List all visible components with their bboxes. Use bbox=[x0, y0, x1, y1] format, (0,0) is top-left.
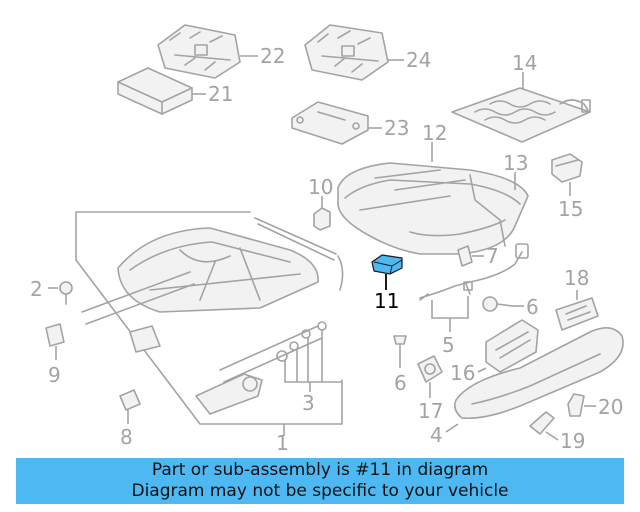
callout-18: 18 bbox=[564, 266, 589, 290]
part-23-bracket bbox=[291, 101, 382, 145]
callout-22: 22 bbox=[260, 44, 285, 68]
callout-21: 21 bbox=[208, 82, 233, 106]
callout-8: 8 bbox=[120, 425, 133, 449]
callout-3: 3 bbox=[302, 391, 315, 415]
part-10-clip bbox=[313, 196, 331, 231]
callout-16: 16 bbox=[450, 361, 475, 385]
callout-4: 4 bbox=[430, 423, 443, 447]
callout-17: 17 bbox=[418, 399, 443, 423]
callout-5: 5 bbox=[442, 333, 455, 357]
callout-19: 19 bbox=[560, 429, 585, 453]
part-7-clip bbox=[457, 245, 484, 267]
info-banner: Part or sub-assembly is #11 in diagram D… bbox=[16, 458, 624, 504]
part-6-bolt-right bbox=[482, 296, 524, 312]
callout-6-right: 6 bbox=[526, 295, 539, 319]
callout-20: 20 bbox=[598, 395, 623, 419]
part-12-seat-cushion bbox=[337, 142, 529, 255]
callout-15: 15 bbox=[558, 197, 583, 221]
part-19-knob bbox=[529, 411, 559, 441]
part-9-clip bbox=[45, 323, 65, 360]
callout-12: 12 bbox=[422, 121, 447, 145]
part-24-module bbox=[304, 24, 404, 81]
part-1-seat-frame bbox=[75, 211, 344, 436]
part-18-switch bbox=[555, 290, 599, 331]
callout-1: 1 bbox=[276, 431, 289, 455]
part-5-wire-harness bbox=[419, 243, 529, 332]
part-22-module bbox=[157, 24, 258, 79]
part-2-bolt bbox=[48, 281, 73, 305]
part-21-module-box bbox=[117, 67, 206, 115]
callout-14: 14 bbox=[512, 51, 537, 75]
callout-10: 10 bbox=[308, 175, 333, 199]
banner-line-2: Diagram may not be specific to your vehi… bbox=[131, 481, 509, 501]
part-15-connector bbox=[551, 153, 583, 196]
part-6-screw-left bbox=[393, 335, 407, 368]
part-17-knob bbox=[417, 355, 443, 398]
callout-11: 11 bbox=[374, 289, 399, 313]
part-16-motor bbox=[477, 319, 539, 373]
callout-23: 23 bbox=[384, 116, 409, 140]
callout-2: 2 bbox=[30, 277, 43, 301]
callout-24: 24 bbox=[406, 48, 431, 72]
part-11-highlighted bbox=[371, 254, 403, 290]
banner-line-1: Part or sub-assembly is #11 in diagram bbox=[151, 460, 489, 480]
callout-6-left: 6 bbox=[394, 371, 407, 395]
part-4-side-panel bbox=[445, 327, 624, 433]
part-20-knob bbox=[567, 393, 596, 417]
callout-9: 9 bbox=[48, 363, 61, 387]
callout-13: 13 bbox=[503, 151, 528, 175]
part-14-heater-pad bbox=[451, 72, 591, 143]
part-8-cap bbox=[119, 389, 141, 424]
callout-7: 7 bbox=[486, 244, 499, 268]
